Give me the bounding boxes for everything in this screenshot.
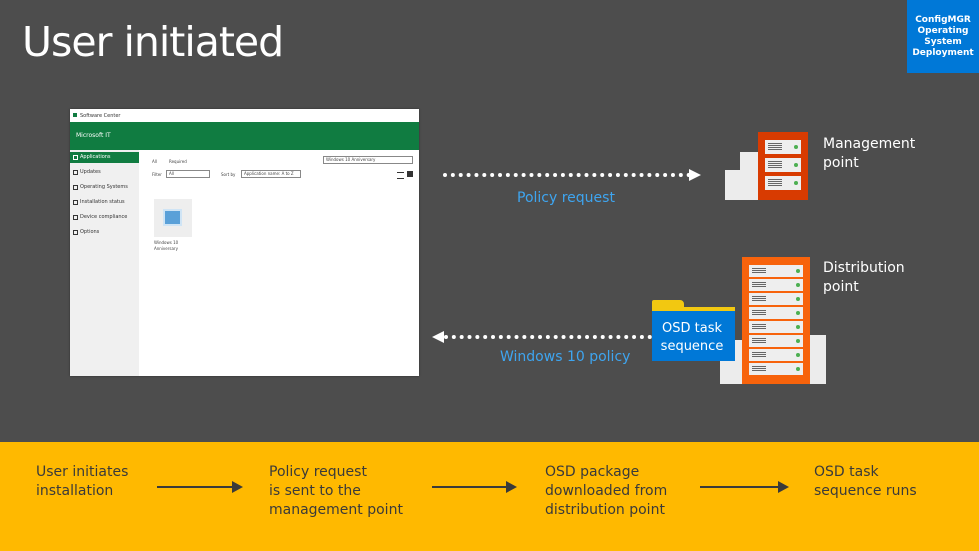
arrow-head-right bbox=[689, 169, 701, 181]
arrow-head-left bbox=[432, 331, 444, 343]
apps-icon bbox=[73, 155, 78, 160]
sort-select[interactable]: Application name: A to Z bbox=[241, 170, 301, 178]
process-step-2: Policy request is sent to the management… bbox=[269, 463, 403, 520]
management-point-label: Management point bbox=[823, 135, 915, 173]
step-arrow-head bbox=[506, 481, 517, 493]
process-step-3: OSD package downloaded from distribution… bbox=[545, 463, 667, 520]
distribution-server-icon bbox=[742, 257, 810, 384]
label-line: point bbox=[823, 155, 859, 171]
policy-request-label: Policy request bbox=[517, 190, 615, 206]
label-line: point bbox=[823, 279, 859, 295]
distribution-point-label: Distribution point bbox=[823, 259, 905, 297]
process-step-1: User initiates installation bbox=[36, 463, 128, 501]
tile-name: Windows 10 bbox=[154, 240, 179, 245]
window-titlebar: Software Center bbox=[70, 109, 419, 122]
step-line: sequence runs bbox=[814, 483, 917, 499]
app-icon bbox=[73, 113, 77, 117]
step-arrow bbox=[432, 486, 507, 488]
os-icon bbox=[73, 185, 78, 190]
label-line: Distribution bbox=[823, 260, 905, 276]
badge-line: Deployment bbox=[912, 47, 974, 58]
label-line: sequence bbox=[660, 339, 724, 354]
org-name: Microsoft IT bbox=[76, 132, 111, 139]
process-step-4: OSD task sequence runs bbox=[814, 463, 917, 501]
gear-icon bbox=[73, 230, 78, 235]
sort-label: Sort by bbox=[221, 172, 236, 177]
windows-policy-arrow bbox=[444, 335, 652, 339]
sidebar-item-device-compliance[interactable]: Device compliance bbox=[70, 212, 139, 223]
folder-tab bbox=[652, 300, 684, 310]
step-line: management point bbox=[269, 502, 403, 518]
policy-request-arrow bbox=[443, 173, 691, 177]
sidebar-item-options[interactable]: Options bbox=[70, 227, 139, 238]
flag-icon bbox=[73, 200, 78, 205]
window-title: Software Center bbox=[80, 113, 121, 119]
slide-title: User initiated bbox=[22, 18, 284, 66]
step-arrow-head bbox=[232, 481, 243, 493]
windows-app-icon bbox=[163, 209, 182, 226]
step-line: downloaded from bbox=[545, 483, 668, 499]
step-line: Policy request bbox=[269, 464, 367, 480]
step-line: installation bbox=[36, 483, 114, 499]
sidebar-item-updates[interactable]: Updates bbox=[70, 167, 139, 178]
step-arrow bbox=[157, 486, 233, 488]
process-band bbox=[0, 442, 979, 551]
label-line: OSD task bbox=[662, 321, 722, 336]
badge-line: System bbox=[924, 36, 962, 47]
step-arrow bbox=[700, 486, 779, 488]
osd-task-sequence-label: OSD task sequence bbox=[652, 320, 732, 356]
label-line: Management bbox=[823, 136, 916, 152]
sidebar-item-applications[interactable]: Applications bbox=[70, 152, 139, 163]
step-arrow-head bbox=[778, 481, 789, 493]
tab-required[interactable]: Required bbox=[169, 159, 187, 164]
step-line: OSD task bbox=[814, 464, 879, 480]
sidebar: Applications Updates Operating Systems I… bbox=[70, 150, 139, 376]
updates-icon bbox=[73, 170, 78, 175]
windows-policy-label: Windows 10 policy bbox=[500, 349, 631, 365]
sort-value: Application name: A to Z bbox=[244, 171, 294, 176]
search-value: Windows 10 Anniversary bbox=[326, 157, 376, 162]
filter-select[interactable]: All bbox=[166, 170, 210, 178]
device-icon bbox=[73, 215, 78, 220]
org-header: Microsoft IT bbox=[70, 122, 419, 150]
grid-view-icon[interactable] bbox=[407, 171, 413, 177]
filter-label: Filter bbox=[152, 172, 162, 177]
filter-value: All bbox=[169, 171, 174, 176]
software-center-window: Software Center Microsoft IT Application… bbox=[70, 109, 419, 376]
list-view-icon[interactable] bbox=[397, 172, 404, 179]
search-input[interactable]: Windows 10 Anniversary bbox=[323, 156, 413, 164]
sidebar-item-installation-status[interactable]: Installation status bbox=[70, 197, 139, 208]
tab-all[interactable]: All bbox=[152, 159, 157, 164]
management-server-icon bbox=[758, 132, 808, 200]
step-line: distribution point bbox=[545, 502, 665, 518]
folder-icon bbox=[652, 307, 735, 361]
topic-badge: ConfigMGR Operating System Deployment bbox=[907, 0, 979, 73]
tile-name: Anniversary bbox=[154, 246, 178, 251]
sidebar-item-operating-systems[interactable]: Operating Systems bbox=[70, 182, 139, 193]
step-line: User initiates bbox=[36, 464, 129, 480]
badge-line: ConfigMGR bbox=[915, 14, 971, 25]
badge-line: Operating bbox=[917, 25, 969, 36]
step-line: OSD package bbox=[545, 464, 640, 480]
step-line: is sent to the bbox=[269, 483, 361, 499]
